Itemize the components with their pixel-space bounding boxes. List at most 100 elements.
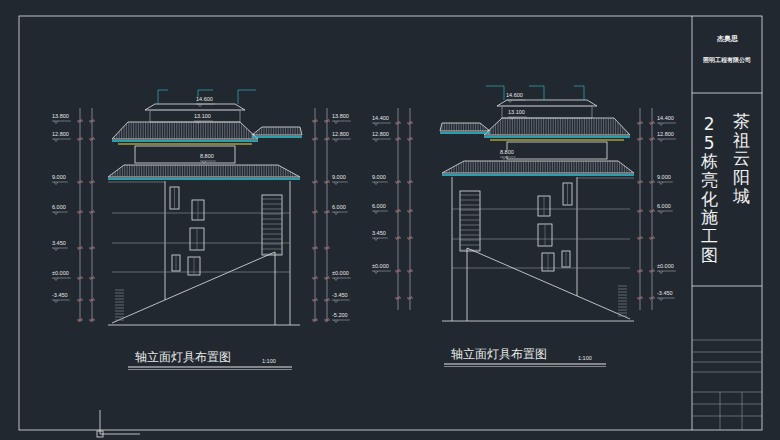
dimension-slash [325,210,329,214]
elevation-marker [372,139,391,140]
roof-tile-line [146,165,147,177]
dimension-slash [313,246,317,250]
ground-hatch [115,290,124,291]
roof-tile-line [222,122,223,139]
balcony-rail [262,249,282,250]
roof-tile-line [259,127,260,135]
led-strip-yellow [118,143,252,144]
dimension-slash [90,276,94,280]
window-mullion [174,187,175,209]
roof-tile-line [518,161,519,173]
elevation-marker [196,104,215,105]
company-name: 杰奥思 [693,35,761,44]
dimension-slash [325,246,329,250]
roof-tile-line [211,165,212,177]
roof-tile-line [490,123,491,131]
elevation-marker [332,139,351,140]
title-block-col [720,392,721,430]
elevation-mark: 13.800 [332,114,349,120]
elevation-triangle [196,121,200,124]
elevation-mark: ±0.000 [332,271,349,277]
roof-tile-line [607,161,608,173]
roof-tile-line [112,165,113,177]
ground-hatch [115,314,124,315]
roof-tile-line [261,127,262,135]
roof-tile-line [598,161,599,173]
balcony-rail [262,229,282,230]
roof-tile-hatch [112,122,256,139]
dimension-line [327,108,328,322]
elevation-mark: 8.800 [200,154,214,160]
floor-line [112,272,290,273]
roof-tile-line [505,118,506,135]
roof-tile-line [235,165,236,177]
roof-tile-line [478,161,479,173]
elevation-mark: 9.000 [332,175,346,181]
roof-tile-line [220,122,221,139]
roof-tile-line [108,165,109,177]
roof-tile-line [567,118,568,135]
roof-tile-line [176,122,177,139]
ground-hatch [618,304,627,305]
roof-tile-line [261,165,262,177]
leader-line [529,86,544,87]
roof-tile-line [198,122,199,139]
window-mullion [567,183,568,205]
roof-tile-line [182,165,183,177]
roof-tile-line [553,118,554,135]
elevation-mark: 9.000 [657,175,671,181]
roof-tile-line [456,161,457,173]
elevation-mark: 9.000 [372,175,386,181]
ground-hatch [115,299,124,300]
dimension-slash [638,137,642,141]
roof-tile-line [251,122,252,139]
roof-tile-line [538,161,539,173]
roof-tile-line [223,165,224,177]
roof-tile-line [220,165,221,177]
roof-tile-line [140,122,141,139]
title-underline [128,367,292,368]
roof-tile-line [470,123,471,131]
elevation-triangle [202,161,206,164]
roof-tile-line [132,165,133,177]
elevation-mark: 12.800 [332,132,349,138]
dimension-slash [313,119,317,123]
elevation-mark: 6.000 [657,204,671,210]
attic-wall [150,110,240,122]
roof-tile-line [534,118,535,135]
roof-tile-line [524,118,525,135]
roof-tile-line [542,161,543,173]
roof-tile-line [160,165,161,177]
roof-tile-line [172,122,173,139]
elevation-mark: -3.450 [52,293,68,299]
roof-tile-line [608,118,609,135]
roof-tile-line [529,118,530,135]
roof-tile-line [526,118,527,135]
roof-tile-line [201,165,202,177]
elevation-mark: 12.800 [52,132,69,138]
roof-tile-line [236,122,237,139]
roof-tile-line [192,165,193,177]
roof-tile-line [470,161,471,173]
dimension-slash [78,318,82,322]
roof-tile-line [204,165,205,177]
roof-tile-line [588,161,589,173]
dimension-slash [638,236,642,240]
dimension-slash [313,298,317,302]
roof-tile-line [241,122,242,139]
balcony-rail [460,235,480,236]
roof-tile-line [169,122,170,139]
balcony [262,195,282,255]
roof-tile-line [266,165,267,177]
elevation-mark: -5.200 [332,313,348,319]
leader-line [238,90,239,104]
ridge-outline [497,100,597,106]
elevation-marker [332,300,350,301]
roof-tile-line [514,118,515,135]
elevation-triangle [502,157,506,160]
roof-tile-line [466,123,467,131]
elevation-triangle [334,182,338,185]
dimension-slash [408,121,412,125]
elevation-triangle [54,300,58,303]
roof-tile-line [546,118,547,135]
